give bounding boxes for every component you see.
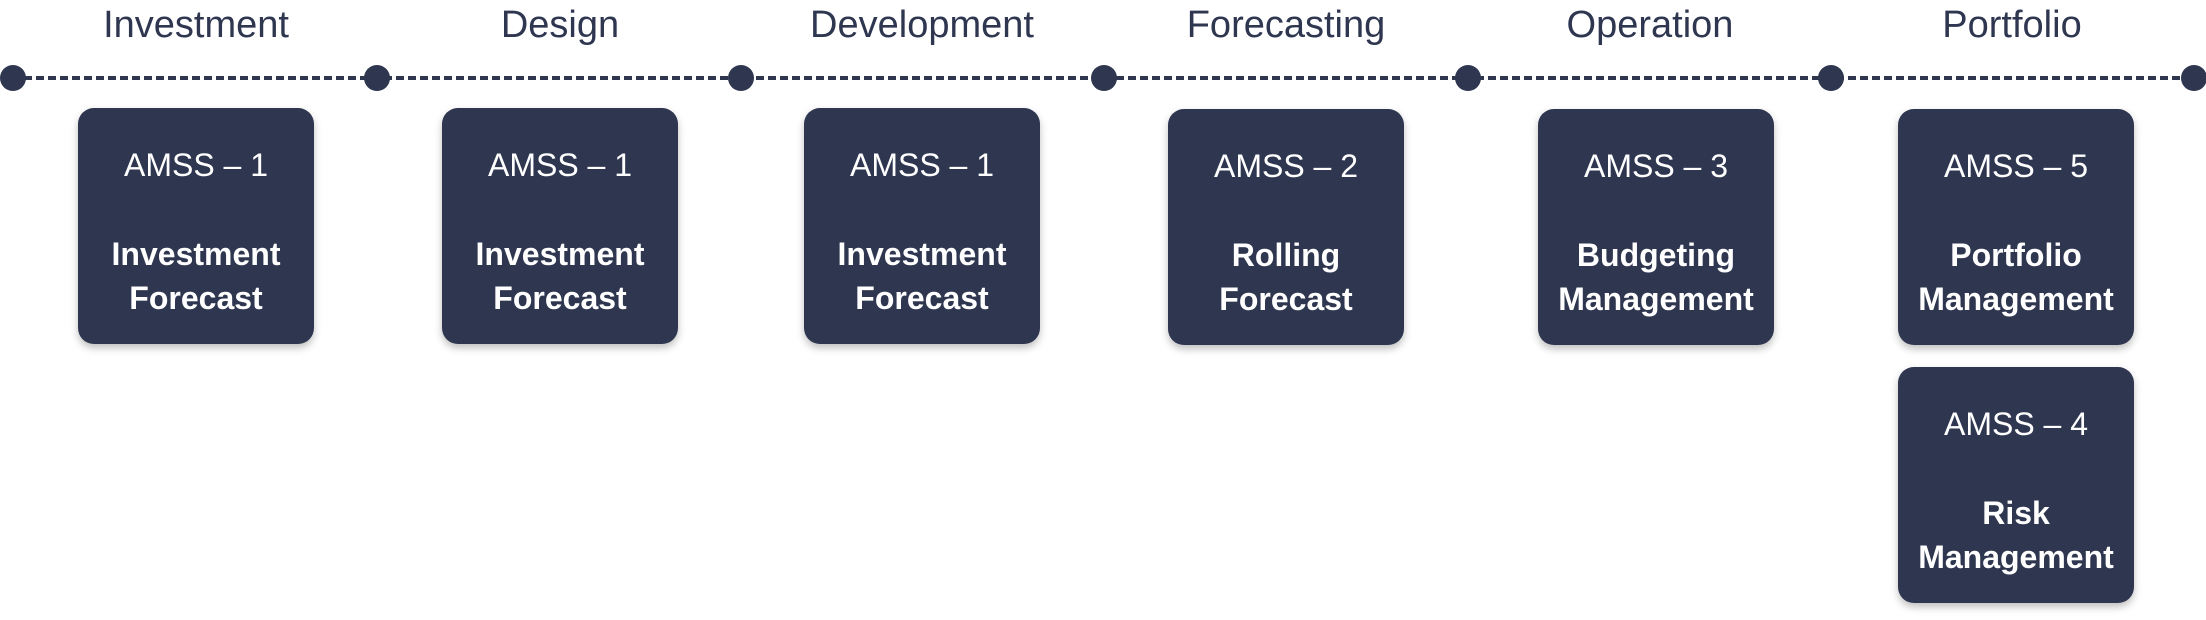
module-code: AMSS – 5 — [1943, 148, 2089, 184]
module-title: Rolling Forecast — [1176, 233, 1396, 321]
timeline-node-3 — [728, 65, 754, 91]
stage-label-investment: Investment — [103, 4, 289, 46]
module-card-development: AMSS – 1 Investment Forecast — [804, 108, 1040, 344]
module-title-line: Forecast — [129, 280, 263, 316]
module-title-line: Management — [1918, 539, 2114, 575]
module-title: Investment Forecast — [86, 232, 306, 320]
module-card-design: AMSS – 1 Investment Forecast — [442, 108, 678, 344]
module-title-line: Forecast — [1219, 281, 1353, 317]
stage-label-design: Design — [500, 4, 620, 46]
module-title-line: Risk — [1982, 495, 2050, 531]
module-card-investment: AMSS – 1 Investment Forecast — [78, 108, 314, 344]
timeline-node-2 — [364, 65, 390, 91]
module-title-line: Budgeting — [1576, 237, 1736, 273]
timeline-node-6 — [1818, 65, 1844, 91]
module-title: Portfolio Management — [1906, 233, 2126, 321]
timeline-node-1 — [0, 65, 26, 91]
module-code: AMSS – 1 — [487, 147, 633, 183]
module-title: Investment Forecast — [450, 232, 670, 320]
module-code: AMSS – 1 — [123, 147, 269, 183]
module-code: AMSS – 1 — [849, 147, 995, 183]
module-code: AMSS – 4 — [1943, 406, 2089, 442]
timeline-node-4 — [1091, 65, 1117, 91]
stage-label-development: Development — [810, 4, 1034, 46]
module-title-line: Forecast — [855, 280, 989, 316]
module-title-line: Portfolio — [1950, 237, 2082, 273]
stage-label-forecasting: Forecasting — [1186, 4, 1386, 46]
module-title-line: Investment — [837, 236, 1007, 272]
module-code: AMSS – 3 — [1583, 148, 1729, 184]
module-title-line: Rolling — [1231, 237, 1341, 273]
module-title: Risk Management — [1906, 491, 2126, 579]
stage-label-operation: Operation — [1566, 4, 1734, 46]
timeline-node-7 — [2181, 65, 2206, 91]
module-title-line: Management — [1918, 281, 2114, 317]
module-card-risk: AMSS – 4 Risk Management — [1898, 367, 2134, 603]
module-title-line: Investment — [475, 236, 645, 272]
module-title-line: Management — [1558, 281, 1754, 317]
stage-label-portfolio: Portfolio — [1942, 4, 2082, 46]
module-title: Investment Forecast — [812, 232, 1032, 320]
module-title-line: Investment — [111, 236, 281, 272]
module-title-line: Forecast — [493, 280, 627, 316]
module-card-forecasting: AMSS – 2 Rolling Forecast — [1168, 109, 1404, 345]
module-code: AMSS – 2 — [1213, 148, 1359, 184]
module-title: Budgeting Management — [1546, 233, 1766, 321]
module-card-operation: AMSS – 3 Budgeting Management — [1538, 109, 1774, 345]
timeline-node-5 — [1455, 65, 1481, 91]
module-card-portfolio: AMSS – 5 Portfolio Management — [1898, 109, 2134, 345]
